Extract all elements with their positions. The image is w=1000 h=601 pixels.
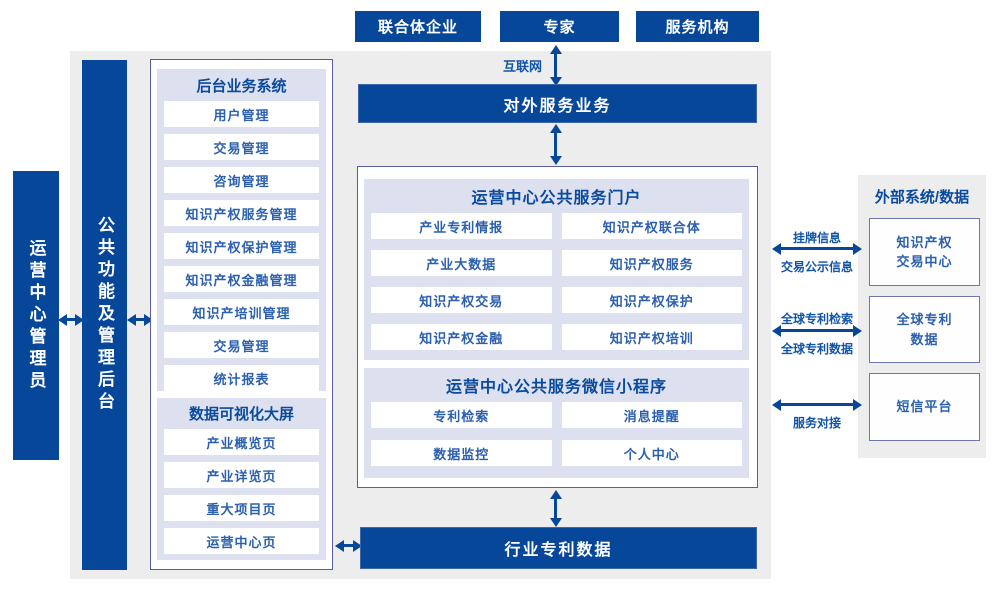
link-label-global-data: 全球专利数据: [780, 342, 853, 356]
internet-label: 互联网: [502, 59, 542, 74]
link-label-listing-info: 挂牌信息: [792, 231, 841, 245]
arrow-admin-backend-icon: [66, 318, 76, 321]
arrow-internet-icon: [554, 53, 557, 78]
backend-system-items: 用户管理 交易管理 咨询管理 知识产权服务管理 知识产权保护管理 知识产权金融管…: [157, 101, 326, 391]
dashboard-title: 数据可视化大屏: [188, 406, 294, 423]
list-item: 知识产权联合体: [561, 213, 742, 239]
list-item: 知识产权交易: [371, 287, 552, 313]
list-item: 交易管理: [164, 134, 319, 160]
arrow-service-to-portal-icon: [554, 132, 557, 157]
actor-box-expert: 专家: [500, 11, 619, 42]
miniapp-items: 专利检索 消息提醒 数据监控 个人中心: [364, 402, 749, 466]
arrow-global-patent-icon: [780, 329, 854, 332]
arrow-backend-leftbox-icon: [135, 318, 145, 321]
list-item: 知识产权服务: [561, 250, 742, 276]
list-item: 产业详览页: [164, 462, 319, 488]
list-item: 知识产权保护: [561, 287, 742, 313]
list-item: 交易管理: [164, 332, 319, 358]
list-item: 产业概览页: [164, 429, 319, 455]
arrow-dashboard-industry-icon: [343, 544, 354, 547]
backend-system-panel: 后台业务系统 用户管理 交易管理 咨询管理 知识产权服务管理 知识产权保护管理 …: [157, 69, 326, 391]
list-item: 知识产权培训: [561, 324, 742, 350]
list-item: 产业专利情报: [371, 213, 552, 239]
list-item: 运营中心页: [164, 528, 319, 554]
arrow-sms-service-icon: [780, 403, 854, 406]
miniapp-panel: 运营中心公共服务微信小程序 专利检索 消息提醒 数据监控 个人中心: [364, 368, 749, 478]
dashboard-panel: 数据可视化大屏 产业概览页 产业详览页 重大项目页 运营中心页: [157, 398, 326, 560]
list-item: 产业大数据: [371, 250, 552, 276]
list-item: 数据监控: [371, 440, 552, 466]
link-label-trade-publicity: 交易公示信息: [780, 260, 853, 274]
list-item: 用户管理: [164, 101, 319, 127]
external-box-global-patent-data: 全球专利 数据: [869, 296, 980, 363]
list-item: 知识产培训管理: [164, 299, 319, 325]
link-label-global-search: 全球专利检索: [780, 312, 853, 326]
actor-box-consortium: 联合体企业: [355, 11, 481, 42]
external-box-sms-platform: 短信平台: [869, 373, 980, 441]
list-item: 统计报表: [164, 365, 319, 391]
list-item: 个人中心: [561, 440, 742, 466]
list-item: 知识产权保护管理: [164, 233, 319, 259]
list-item: 知识产权金融: [371, 324, 552, 350]
actor-box-service-org: 服务机构: [636, 11, 759, 42]
portal-panel: 运营中心公共服务门户 产业专利情报 知识产权联合体 产业大数据 知识产权服务 知…: [364, 179, 749, 360]
portal-title: 运营中心公共服务门户: [471, 190, 642, 207]
dashboard-items: 产业概览页 产业详览页 重大项目页 运营中心页: [157, 429, 326, 554]
list-item: 消息提醒: [561, 402, 742, 428]
miniapp-title: 运营中心公共服务微信小程序: [445, 379, 667, 396]
rail-public-backend: 公共功能及管理后台: [82, 60, 127, 570]
external-box-ip-exchange: 知识产权 交易中心: [869, 218, 980, 286]
backend-system-title: 后台业务系统: [196, 77, 287, 95]
arrow-miniapp-industry-icon: [554, 498, 557, 519]
arrow-ip-exchange-icon: [780, 247, 854, 250]
list-item: 知识产权服务管理: [164, 200, 319, 226]
portal-items: 产业专利情报 知识产权联合体 产业大数据 知识产权服务 知识产权交易 知识产权保…: [364, 213, 749, 350]
list-item: 专利检索: [371, 402, 552, 428]
industry-patent-data-bar: 行业专利数据: [360, 527, 757, 569]
rail-operation-admin: 运营中心管理员: [13, 171, 59, 460]
list-item: 咨询管理: [164, 167, 319, 193]
list-item: 知识产权金融管理: [164, 266, 319, 292]
list-item: 重大项目页: [164, 495, 319, 521]
external-systems-title: 外部系统/数据: [874, 189, 970, 206]
external-service-bar: 对外服务业务: [358, 84, 757, 123]
link-label-service-connect: 服务对接: [792, 416, 841, 430]
